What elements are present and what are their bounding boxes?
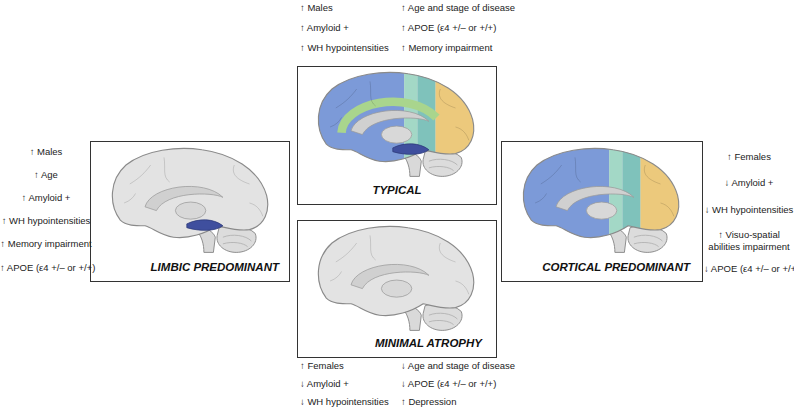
feature-note: ↓ Amyloid + [300,378,400,390]
feature-note: ↑ WH hypointensities [300,42,400,54]
minimal-brain [318,226,473,330]
feature-note: ↑ APOE (ε4 +/– or +/+) [0,262,92,274]
brain-part [313,70,483,165]
feature-note: ↓ Age and stage of disease [401,360,541,372]
brain-part [187,220,223,231]
feature-note: ↓ APOE (ε4 +/– or +/+) [401,378,541,390]
brain-part [318,226,473,315]
subtype-label: LIMBIC PREDOMINANT [91,261,289,274]
brain-part [318,226,473,315]
feature-note: ↓ WH hypointensities [300,396,400,408]
typical-brain [313,70,483,176]
subtype-box: TYPICAL [297,66,497,205]
feature-note: ↑ Memory impairment [0,238,92,250]
brain-part [112,148,267,237]
brain-part [112,148,267,237]
cortical-brain [518,146,688,252]
feature-note: ↑ Males [300,2,400,14]
feature-note: ↑ Memory impairment [401,42,541,54]
brain-part [318,72,473,161]
subtype-label: MINIMAL ATROPHY [298,337,496,350]
feature-note: ↑ Females [300,360,400,372]
subtype-box: LIMBIC PREDOMINANT [90,141,290,282]
subtype-box: MINIMAL ATROPHY [297,220,497,358]
subtype-box: CORTICAL PREDOMINANT [501,141,703,282]
feature-note: ↓ Amyloid + [704,177,794,189]
feature-note: ↑ Depression [401,396,541,408]
limbic-brain [112,148,267,252]
brain-part [393,144,429,155]
feature-note: ↑ WH hypointensities [0,215,92,227]
feature-note: ↓ APOE (ε4 +/– or +/+) [704,263,794,275]
subtype-label: TYPICAL [298,184,496,197]
feature-note: ↑ APOE (ε4 +/– or +/+) [401,22,541,34]
brain-part [518,146,688,241]
feature-note: ↑ Visuo-spatial abilities impairment [704,229,794,253]
feature-note: ↑ Age [0,169,92,181]
feature-note: ↑ Females [704,151,794,163]
feature-note: ↑ Amyloid + [300,22,400,34]
feature-note: ↓ WH hypointensities [704,204,794,216]
brain-part [523,148,678,237]
subtype-label: CORTICAL PREDOMINANT [502,261,702,274]
feature-note: ↑ Age and stage of disease [401,2,541,14]
feature-note: ↑ Males [0,146,92,158]
feature-note: ↑ Amyloid + [0,192,92,204]
